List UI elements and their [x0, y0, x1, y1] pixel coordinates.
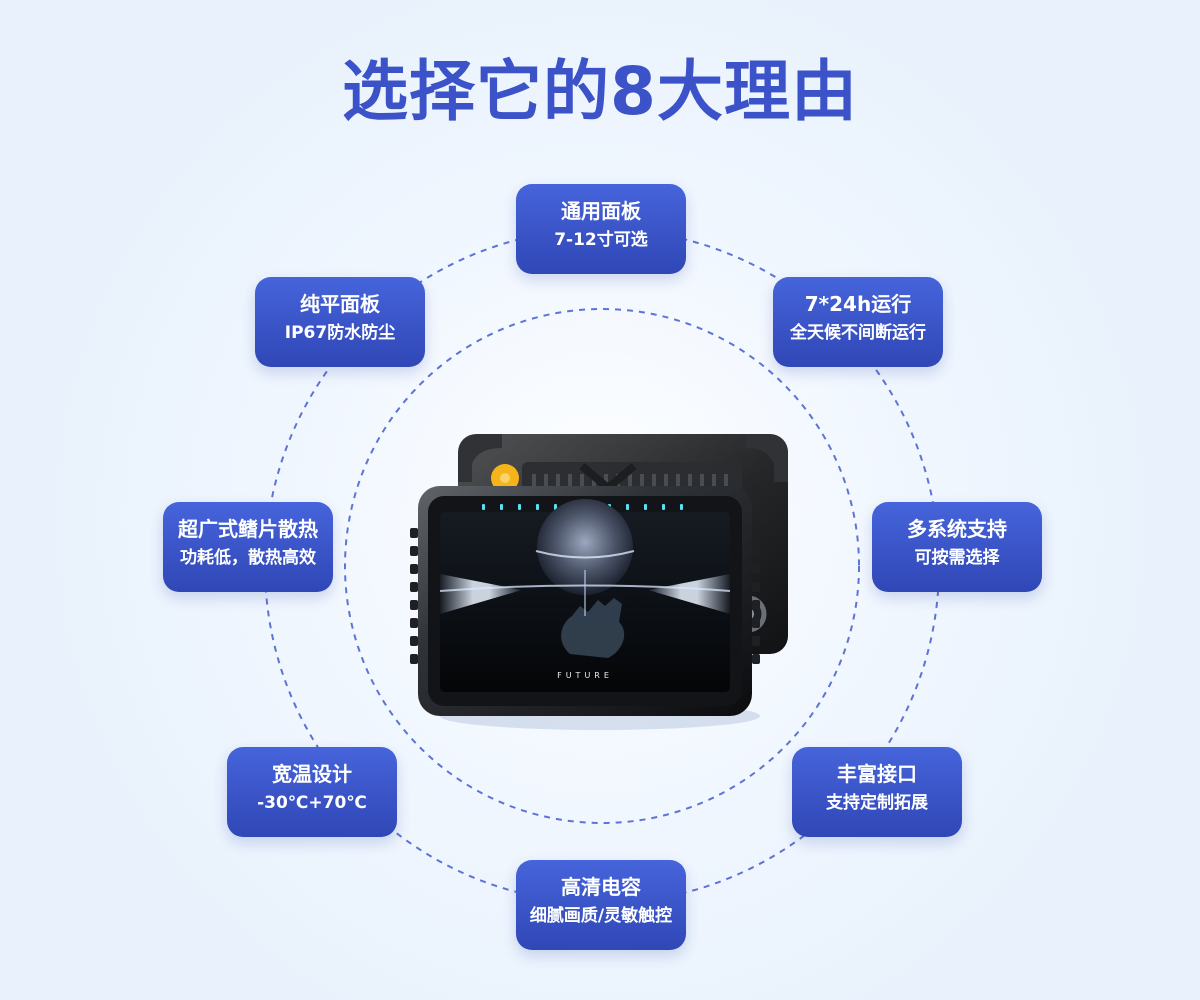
rear-corner-bumper-top-left	[458, 434, 502, 482]
feature-card-wide-temperature: 宽温设计 -30℃+70℃	[227, 747, 397, 837]
screen-text: FUTURE	[557, 671, 613, 680]
robotic-hand-graphic	[561, 598, 625, 658]
feature-subtitle: 功耗低，散热高效	[180, 548, 316, 568]
rugged-tablet-icon: FUTURE	[410, 434, 788, 730]
feature-title: 通用面板	[561, 199, 641, 223]
feature-title: 多系统支持	[907, 517, 1007, 541]
feature-title: 超广式鳍片散热	[178, 517, 318, 541]
feature-subtitle: 7-12寸可选	[554, 230, 648, 250]
feature-subtitle: 细腻画质/灵敏触控	[529, 906, 673, 926]
planet-graphic	[537, 499, 633, 595]
planet-horizon-glow	[535, 550, 635, 559]
feature-title: 纯平面板	[300, 292, 380, 316]
feature-title: 丰富接口	[837, 762, 917, 786]
rear-corner-bumper-top-right	[746, 434, 788, 482]
feature-card-rich-interfaces: 丰富接口 支持定制拓展	[792, 747, 962, 837]
feature-card-flat-panel: 纯平面板 IP67防水防尘	[255, 277, 425, 367]
feature-card-multi-system: 多系统支持 可按需选择	[872, 502, 1042, 592]
feature-card-24h-operation: 7*24h运行 全天候不间断运行	[773, 277, 943, 367]
left-light-beam	[440, 574, 522, 614]
inner-dashed-ring	[344, 308, 860, 824]
feature-card-heat-dissipation: 超广式鳍片散热 功耗低，散热高效	[163, 502, 333, 592]
feature-title: 7*24h运行	[804, 292, 912, 316]
yellow-button-center	[500, 473, 510, 483]
feature-card-general-panel: 通用面板 7-12寸可选	[516, 184, 686, 274]
feature-card-hd-capacitive: 高清电容 细腻画质/灵敏触控	[516, 860, 686, 950]
right-light-beam	[648, 574, 730, 614]
bumper-ribs	[410, 528, 760, 664]
feature-subtitle: -30℃+70℃	[257, 793, 367, 813]
feature-subtitle: 全天候不间断运行	[790, 323, 926, 343]
feature-title: 高清电容	[561, 875, 641, 899]
feature-subtitle: 可按需选择	[914, 548, 1000, 568]
feature-subtitle: 支持定制拓展	[826, 793, 928, 813]
feature-subtitle: IP67防水防尘	[284, 323, 396, 343]
feature-title: 宽温设计	[272, 762, 352, 786]
page-title: 选择它的8大理由	[342, 53, 858, 130]
